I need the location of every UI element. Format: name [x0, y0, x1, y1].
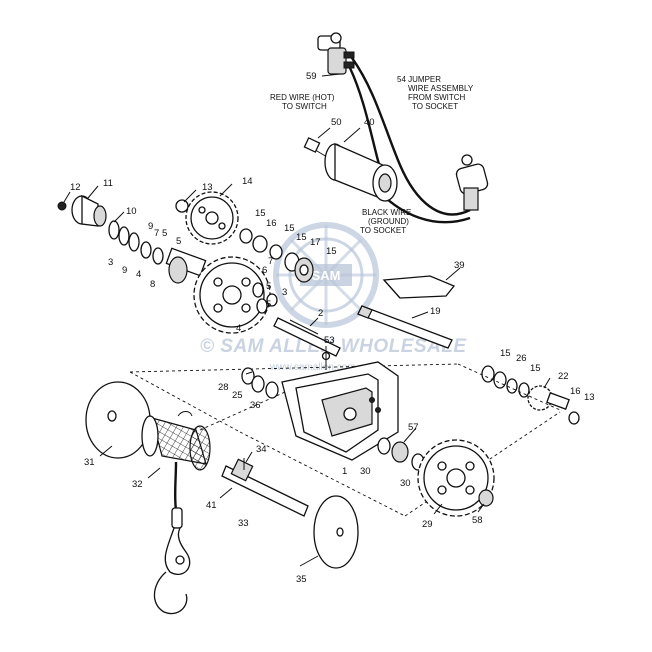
- part-number-57: 57: [408, 422, 419, 433]
- jumper-wire: [351, 57, 471, 216]
- part-number-15-c: 15: [296, 232, 307, 243]
- svg-text:SAM: SAM: [312, 268, 341, 283]
- jumper-label-line1: 54 JUMPER: [397, 75, 441, 84]
- drum-shaft-33: [221, 458, 309, 517]
- part-number-9-upper: 9: [148, 221, 153, 232]
- part-number-15-b: 15: [284, 223, 295, 234]
- brake-hub: [57, 194, 107, 227]
- drum-gear-29: [417, 439, 495, 517]
- part-number-4-right: 4: [236, 323, 241, 334]
- red-wire-label-line2: TO SWITCH: [282, 102, 327, 111]
- part-number-7-left: 7: [154, 228, 159, 239]
- part-number-22: 22: [558, 371, 569, 382]
- part-number-50: 50: [331, 117, 342, 128]
- part-number-11: 11: [103, 178, 113, 189]
- part-number-3-left: 3: [108, 257, 113, 268]
- part-number-2: 2: [318, 308, 323, 319]
- part-number-34: 34: [256, 444, 267, 455]
- watermark-logo: SAM: [273, 222, 379, 328]
- part-numbers: 59 50 40 12 11 10 9 9 7 5 5 3 4 8 13 14 …: [70, 71, 595, 585]
- part-number-59: 59: [306, 71, 317, 82]
- pawl-39: [382, 275, 456, 299]
- watermark-url: www.samallen.com.au: [269, 362, 369, 373]
- part-number-33: 33: [238, 518, 249, 529]
- part-number-28: 28: [218, 382, 229, 393]
- part-number-5-d: 5: [266, 299, 271, 310]
- gear-14: [185, 191, 239, 245]
- part-number-8: 8: [150, 279, 155, 290]
- motor: [303, 137, 398, 202]
- part-number-14: 14: [242, 176, 253, 187]
- part-number-13-left: 13: [202, 182, 213, 193]
- jumper-label-line3: FROM SWITCH: [408, 93, 466, 102]
- part-number-30-right: 30: [400, 478, 411, 489]
- shaft-19: [357, 305, 453, 349]
- part-number-5-a: 5: [162, 228, 167, 239]
- part-number-5-b: 5: [176, 236, 181, 247]
- part-number-9-lower: 9: [122, 265, 127, 276]
- jumper-label-line4: TO SOCKET: [412, 102, 458, 111]
- part-number-39: 39: [454, 260, 465, 271]
- gear-7: [193, 256, 271, 334]
- part-number-4-left: 4: [136, 269, 141, 280]
- part-number-15-d: 15: [326, 246, 337, 257]
- leader-lines: [63, 73, 551, 567]
- black-wire-label-line1: BLACK WIRE: [362, 208, 411, 217]
- part-number-15-a: 15: [255, 208, 266, 219]
- drum-flange-35: [313, 495, 359, 569]
- part-number-5-c: 5: [266, 281, 271, 292]
- pinion-shaft: [165, 247, 207, 284]
- jumper-label-line2: WIRE ASSEMBLY: [408, 84, 474, 93]
- part-number-25: 25: [232, 390, 243, 401]
- pin-53: [321, 346, 331, 370]
- drum-flange-31: [85, 381, 151, 459]
- part-number-16-left: 16: [266, 218, 277, 229]
- part-number-31: 31: [84, 457, 95, 468]
- red-wire-label-line1: RED WIRE (HOT): [270, 93, 335, 102]
- cable-drum-32: [141, 411, 211, 471]
- part-number-58: 58: [472, 515, 483, 526]
- part-number-1: 1: [342, 466, 347, 477]
- part-number-53: 53: [324, 335, 335, 346]
- drive-shaft-2: [273, 317, 341, 357]
- washers-30-57: [377, 437, 425, 471]
- part-number-16-right: 16: [570, 386, 581, 397]
- frame-1: [281, 361, 399, 461]
- part-number-36: 36: [250, 400, 261, 411]
- part-number-17: 17: [310, 237, 321, 248]
- part-number-29: 29: [422, 519, 433, 530]
- part-number-12: 12: [70, 182, 81, 193]
- part-number-15-e: 15: [500, 348, 511, 359]
- part-number-35: 35: [296, 574, 307, 585]
- part-number-26: 26: [516, 353, 527, 364]
- part-number-10: 10: [126, 206, 137, 217]
- washer-stack-center: [252, 282, 278, 314]
- part-number-7-right: 7: [268, 256, 273, 267]
- nut-13: [175, 199, 189, 213]
- part-number-30-left: 30: [360, 466, 371, 477]
- part-number-6: 6: [262, 265, 267, 276]
- part-number-19: 19: [430, 306, 441, 317]
- washers-25-28-36: [241, 367, 279, 399]
- nut-58: [478, 489, 494, 507]
- wire-callouts: RED WIRE (HOT) TO SWITCH 54 JUMPER WIRE …: [270, 75, 474, 235]
- part-number-40: 40: [364, 117, 375, 128]
- black-wire-label-line3: TO SOCKET: [360, 226, 406, 235]
- part-number-13-right: 13: [584, 392, 595, 403]
- part-number-32: 32: [132, 479, 143, 490]
- part-number-15-f: 15: [530, 363, 541, 374]
- socket: [455, 154, 489, 211]
- washer-stack-left: [108, 220, 164, 265]
- bushing-stack: [239, 228, 314, 283]
- part-number-41: 41: [206, 500, 217, 511]
- switch-assembly: [317, 32, 355, 75]
- cable-hook: [153, 461, 191, 615]
- part-number-3-right: 3: [282, 287, 287, 298]
- black-wire-label-line2: (GROUND): [368, 217, 409, 226]
